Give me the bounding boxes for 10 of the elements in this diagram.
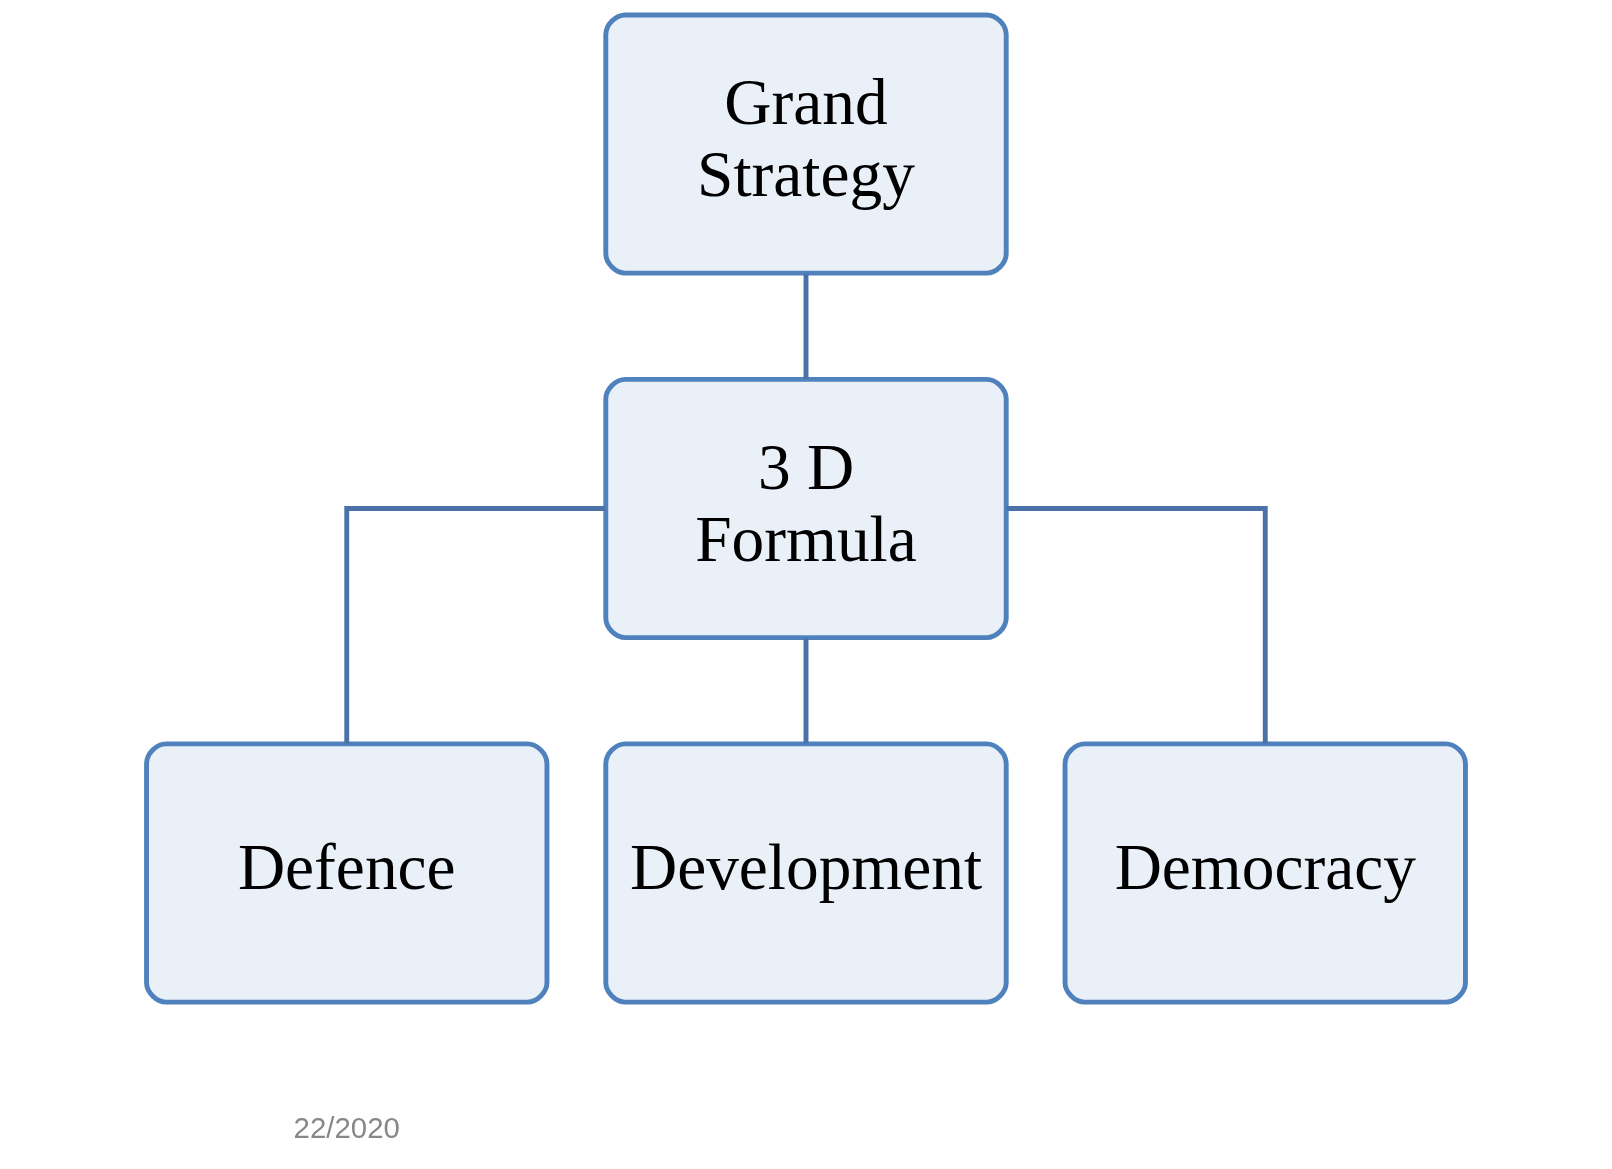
node-box: 3 D Formula	[603, 376, 1009, 641]
connector	[344, 506, 606, 744]
node-box: Democracy	[1062, 741, 1468, 1005]
connector	[803, 273, 809, 379]
connector	[803, 638, 809, 744]
node-box: Development	[603, 741, 1009, 1005]
label: 22/2020	[293, 1111, 400, 1145]
node-box: Grand Strategy	[603, 12, 1009, 276]
connector	[1006, 506, 1268, 744]
node-box: Defence	[144, 741, 550, 1005]
